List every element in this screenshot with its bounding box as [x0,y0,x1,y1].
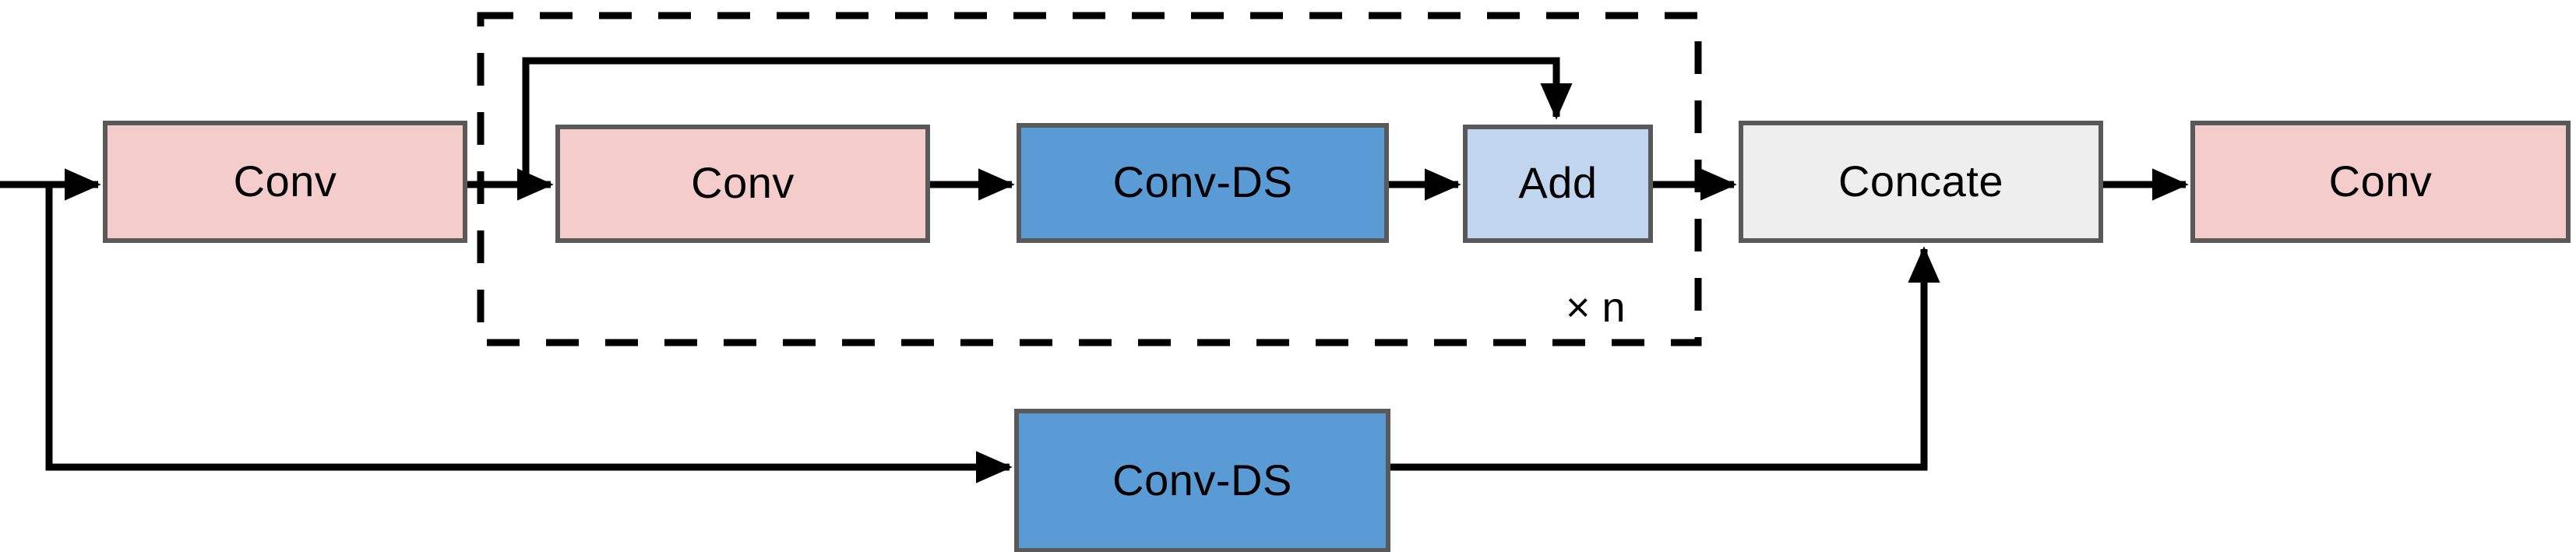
node-conv-input[interactable]: Conv [103,121,467,243]
node-concate[interactable]: Concate [1739,121,2103,243]
node-label: Conv [2328,156,2433,206]
node-conv-ds-top[interactable]: Conv-DS [1017,123,1389,243]
node-label: Conv [691,158,795,207]
node-label: Conv-DS [1112,157,1293,206]
node-conv-ds-skip[interactable]: Conv-DS [1014,409,1390,552]
node-label: Concate [1838,156,2004,206]
node-label: Add [1518,158,1598,207]
repeat-count-label: × n [1566,284,1626,331]
node-conv-output[interactable]: Conv [2190,121,2571,243]
repeat-group-dashed-box [477,12,1702,346]
edge-residual-skip [522,57,1573,185]
node-label: Conv-DS [1112,455,1292,505]
node-conv-block[interactable]: Conv [555,125,930,243]
edge-input-to-conv-ds-skip [45,185,1013,483]
edge-conv-ds-skip-to-concate [1390,246,1940,471]
node-label: Conv [233,156,337,206]
node-add[interactable]: Add [1463,125,1653,243]
